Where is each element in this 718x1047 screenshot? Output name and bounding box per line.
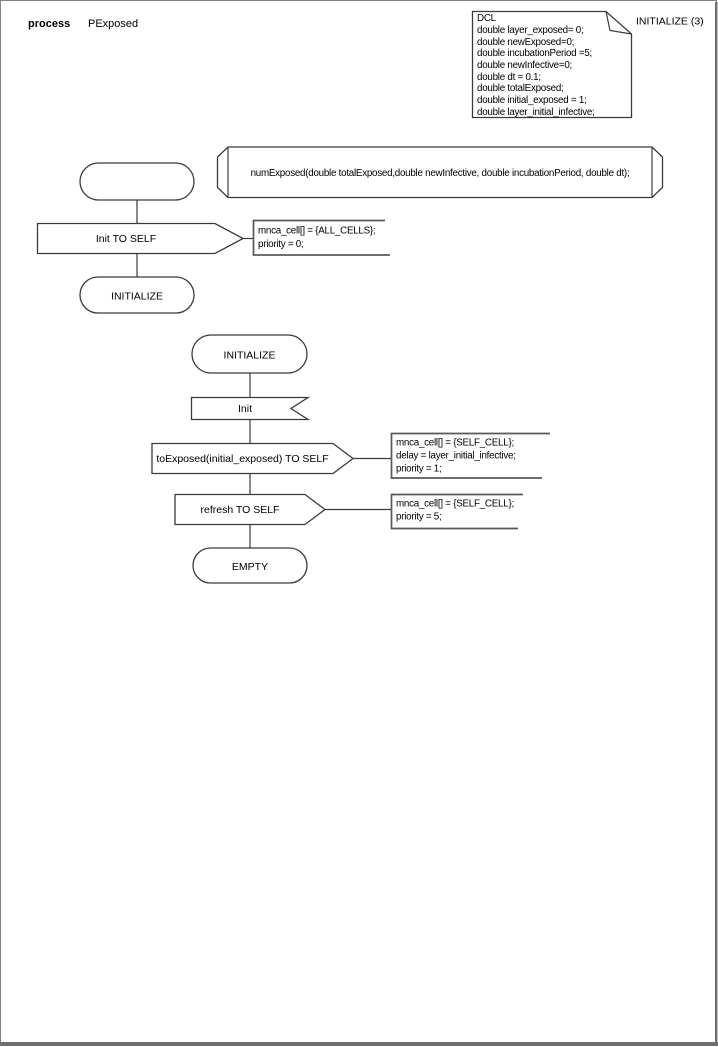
output-symbol[interactable]	[174, 493, 327, 526]
dcl-line: double totalExposed;	[477, 83, 564, 94]
process-name: PExposed	[88, 18, 138, 30]
dcl-line: double incubationPeriod =5;	[477, 48, 592, 59]
comment-line: mnca_cell[] = {SELF_CELL};	[396, 438, 514, 449]
state-label: INITIALIZE	[224, 350, 276, 362]
dcl-line: double newInfective=0;	[477, 60, 572, 71]
comment-line: priority = 5;	[396, 512, 441, 523]
dcl-text-box[interactable]: DCL double layer_exposed= 0; double newE…	[471, 10, 633, 119]
output-label: toExposed(initial_exposed) TO SELF	[156, 453, 328, 465]
state-symbol[interactable]	[192, 547, 308, 584]
comment-toexposed[interactable]: mnca_cell[] = {SELF_CELL}; delay = layer…	[390, 432, 551, 479]
page-reference-label: INITIALIZE (3)	[636, 16, 704, 28]
output-init-to-self[interactable]: Init TO SELF	[36, 222, 245, 255]
comment-line: priority = 0;	[258, 239, 303, 250]
dcl-box-outline[interactable]	[471, 10, 633, 119]
dcl-line: double newExposed=0;	[477, 37, 574, 48]
state-initialize-first[interactable]: INITIALIZE	[79, 276, 195, 314]
comment-line: mnca_cell[] = {SELF_CELL};	[396, 499, 514, 510]
output-label: refresh TO SELF	[201, 504, 280, 516]
dcl-line: double dt = 0.1;	[477, 72, 541, 83]
input-init[interactable]: Init	[190, 396, 311, 421]
input-symbol[interactable]	[190, 396, 311, 421]
comment-bracket[interactable]	[252, 219, 391, 256]
state-initialize-second[interactable]: INITIALIZE	[191, 334, 308, 374]
comment-init-to-self[interactable]: mnca_cell[] = {ALL_CELLS}; priority = 0;	[252, 219, 391, 256]
output-refresh-to-self[interactable]: refresh TO SELF	[174, 493, 327, 526]
input-label: Init	[238, 403, 252, 415]
comment-line: mnca_cell[] = {ALL_CELLS};	[258, 226, 375, 237]
procedure-declaration-text: numExposed(double totalExposed,double ne…	[251, 168, 630, 179]
process-kind-label: process	[28, 18, 70, 30]
dcl-box-fold-corner	[605, 11, 632, 35]
state-symbol[interactable]	[79, 276, 195, 314]
comment-bracket[interactable]	[390, 493, 524, 530]
comment-bracket[interactable]	[390, 432, 551, 479]
output-symbol[interactable]	[151, 442, 355, 475]
procedure-declaration-shape[interactable]: numExposed(double totalExposed,double ne…	[216, 146, 664, 199]
start-state-symbol[interactable]	[79, 162, 195, 201]
state-label: EMPTY	[232, 561, 268, 573]
dcl-line: double initial_exposed = 1;	[477, 95, 587, 106]
comment-line: delay = layer_initial_infective;	[396, 451, 516, 462]
output-toexposed-to-self[interactable]: toExposed(initial_exposed) TO SELF	[151, 442, 355, 475]
state-label: INITIALIZE	[111, 291, 163, 303]
dcl-line: double layer_exposed= 0;	[477, 25, 583, 36]
dcl-line: double layer_initial_infective;	[477, 107, 595, 118]
comment-refresh[interactable]: mnca_cell[] = {SELF_CELL}; priority = 5;	[390, 493, 524, 530]
state-empty[interactable]: EMPTY	[192, 547, 308, 584]
output-symbol[interactable]	[36, 222, 245, 255]
output-label: Init TO SELF	[96, 233, 156, 245]
dcl-line: DCL	[477, 13, 497, 24]
comment-line: priority = 1;	[396, 464, 441, 475]
